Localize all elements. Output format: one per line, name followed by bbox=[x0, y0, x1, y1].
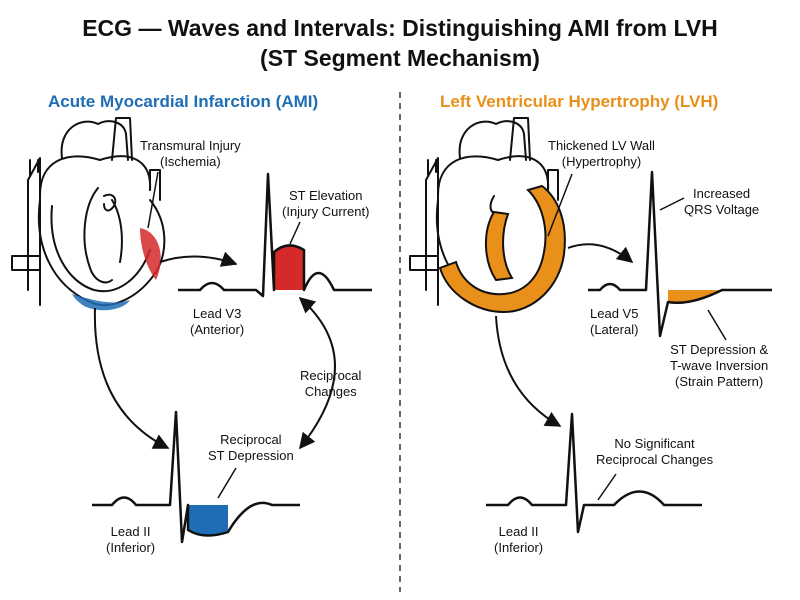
ami-lead-ii-label: Lead II(Inferior) bbox=[106, 524, 156, 555]
lvh-strain-leader bbox=[707, 309, 727, 341]
lvh-lead-ii-ecg-trace bbox=[486, 412, 702, 534]
ami-heart-to-v3-arrow bbox=[159, 251, 238, 267]
ami-v3-st-elevation-fill bbox=[274, 245, 304, 290]
lvh-wall-leader bbox=[547, 173, 573, 237]
ami-st-elevation-leader bbox=[289, 221, 301, 245]
title-line-1: ECG — Waves and Intervals: Distinguishin… bbox=[82, 15, 718, 41]
ami-st-elevation-label: ST Elevation(Injury Current) bbox=[282, 188, 370, 219]
lvh-heart-to-lead-ii-arrow bbox=[495, 315, 562, 427]
lvh-strain-label: ST Depression &T-wave Inversion(Strain P… bbox=[670, 342, 769, 389]
lvh-lead-v5-label: Lead V5(Lateral) bbox=[590, 306, 639, 337]
ami-heart-to-lead-ii-arrow bbox=[93, 307, 170, 449]
ami-reciprocal-arrow bbox=[298, 296, 336, 450]
lvh-wall-label: Thickened LV Wall(Hypertrophy) bbox=[548, 138, 655, 169]
lvh-thickened-wall bbox=[438, 184, 566, 314]
lvh-no-reciprocal-leader bbox=[597, 473, 617, 501]
ami-injury-leader bbox=[147, 171, 159, 229]
ami-anterior-injury-zone bbox=[140, 228, 161, 280]
title-line-2: (ST Segment Mechanism) bbox=[260, 45, 540, 71]
lvh-lead-ii-label: Lead II(Inferior) bbox=[494, 524, 544, 555]
ami-v3-ecg-trace bbox=[178, 172, 372, 298]
ami-lead-ii-ecg-trace bbox=[92, 410, 300, 544]
lvh-v5-strain-fill bbox=[668, 290, 722, 303]
lvh-heart-to-v5-arrow bbox=[567, 243, 634, 264]
ami-heart-illustration bbox=[11, 117, 166, 307]
lvh-septum bbox=[484, 210, 514, 282]
lvh-qrs-leader bbox=[659, 197, 685, 211]
ami-lead-v3-label: Lead V3(Anterior) bbox=[190, 306, 245, 337]
ami-injury-label: Transmural Injury(Ischemia) bbox=[140, 138, 241, 169]
ami-inferior-zone bbox=[72, 294, 130, 311]
ami-heading: Acute Myocardial Infarction (AMI) bbox=[48, 92, 319, 111]
lvh-heading: Left Ventricular Hypertrophy (LVH) bbox=[440, 92, 719, 111]
ami-reciprocal-st-leader bbox=[217, 467, 237, 499]
lvh-v5-ecg-trace bbox=[588, 170, 772, 338]
ami-lead-ii-st-depression-fill bbox=[188, 505, 228, 536]
